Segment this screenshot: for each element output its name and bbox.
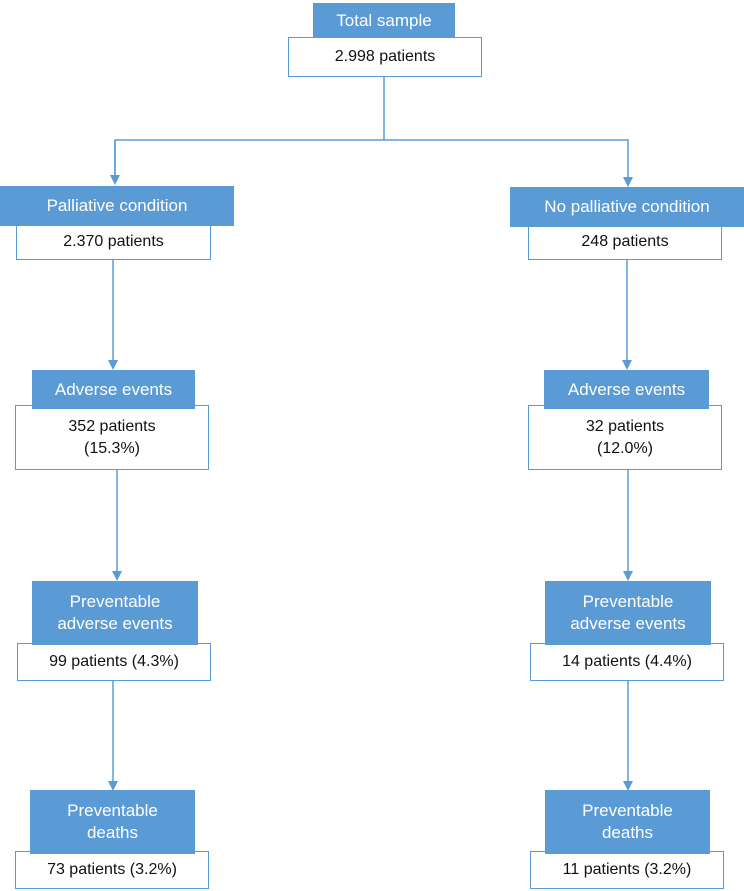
left-deaths-title-line2: deaths — [86, 823, 139, 842]
left-preventable-title-line2: adverse events — [57, 614, 173, 633]
right-deaths-value: 11 patients (3.2%) — [530, 851, 724, 889]
right-adverse-value-line2: (12.0%) — [596, 439, 654, 457]
left-adverse-value: 352 patients (15.3%) — [15, 405, 209, 470]
left-condition-value: 2.370 patients — [16, 224, 211, 260]
left-deaths-value: 73 patients (3.2%) — [15, 851, 209, 889]
right-adverse-value-line1: 32 patients — [585, 417, 665, 435]
right-preventable-value: 14 patients (4.4%) — [530, 643, 724, 681]
right-condition-title: No palliative condition — [510, 187, 744, 227]
right-preventable-title-line2: adverse events — [570, 614, 686, 633]
right-deaths-title: Preventable deaths — [545, 790, 710, 854]
left-adverse-title: Adverse events — [32, 370, 195, 409]
left-deaths-title-line1: Preventable — [67, 801, 158, 820]
root-value: 2.998 patients — [288, 37, 482, 77]
root-title: Total sample — [313, 3, 455, 38]
left-preventable-title-line1: Preventable — [69, 592, 161, 611]
right-preventable-title-line1: Preventable — [582, 592, 674, 611]
left-adverse-value-line1: 352 patients — [68, 417, 156, 435]
right-condition-value: 248 patients — [528, 224, 722, 260]
right-deaths-title-line1: Preventable — [582, 801, 673, 820]
left-condition-title: Palliative condition — [0, 186, 234, 226]
right-preventable-title: Preventable adverse events — [545, 581, 711, 645]
right-deaths-title-line2: deaths — [601, 823, 654, 842]
left-preventable-value: 99 patients (4.3%) — [17, 643, 211, 681]
left-adverse-value-line2: (15.3%) — [83, 439, 141, 457]
root-connector — [114, 77, 628, 185]
right-adverse-title: Adverse events — [544, 370, 709, 409]
left-preventable-title: Preventable adverse events — [32, 581, 198, 645]
left-deaths-title: Preventable deaths — [30, 790, 195, 854]
right-adverse-value: 32 patients (12.0%) — [528, 405, 722, 470]
